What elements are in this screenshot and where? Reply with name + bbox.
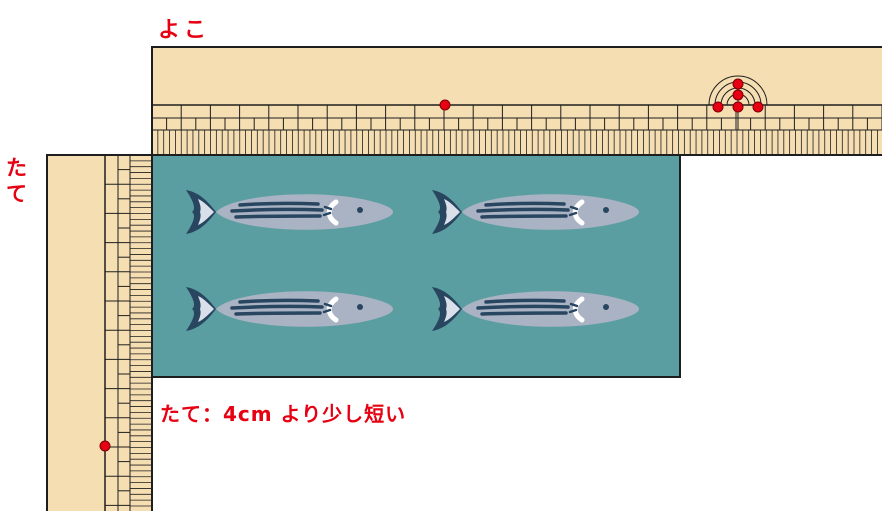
vertical-label: たて — [6, 156, 27, 206]
horizontal-ruler-upper-ticks — [151, 105, 882, 130]
vertical-marker-dot — [99, 440, 111, 452]
horizontal-ruler — [151, 46, 882, 156]
horizontal-ruler-lower-ticks — [151, 130, 878, 155]
fabric-swatch — [151, 154, 681, 378]
vertical-ruler — [46, 154, 153, 511]
measurement-caption: たて：4cm より少し短い — [160, 402, 407, 426]
vertical-ruler-middle-ticks — [105, 154, 130, 506]
horizontal-marker-dot — [439, 99, 451, 111]
ruler-mark-icon — [708, 75, 768, 130]
ruler-markers — [99, 75, 768, 452]
horizontal-label: よこ — [158, 18, 211, 43]
vertical-ruler-inner-ticks — [130, 154, 152, 507]
